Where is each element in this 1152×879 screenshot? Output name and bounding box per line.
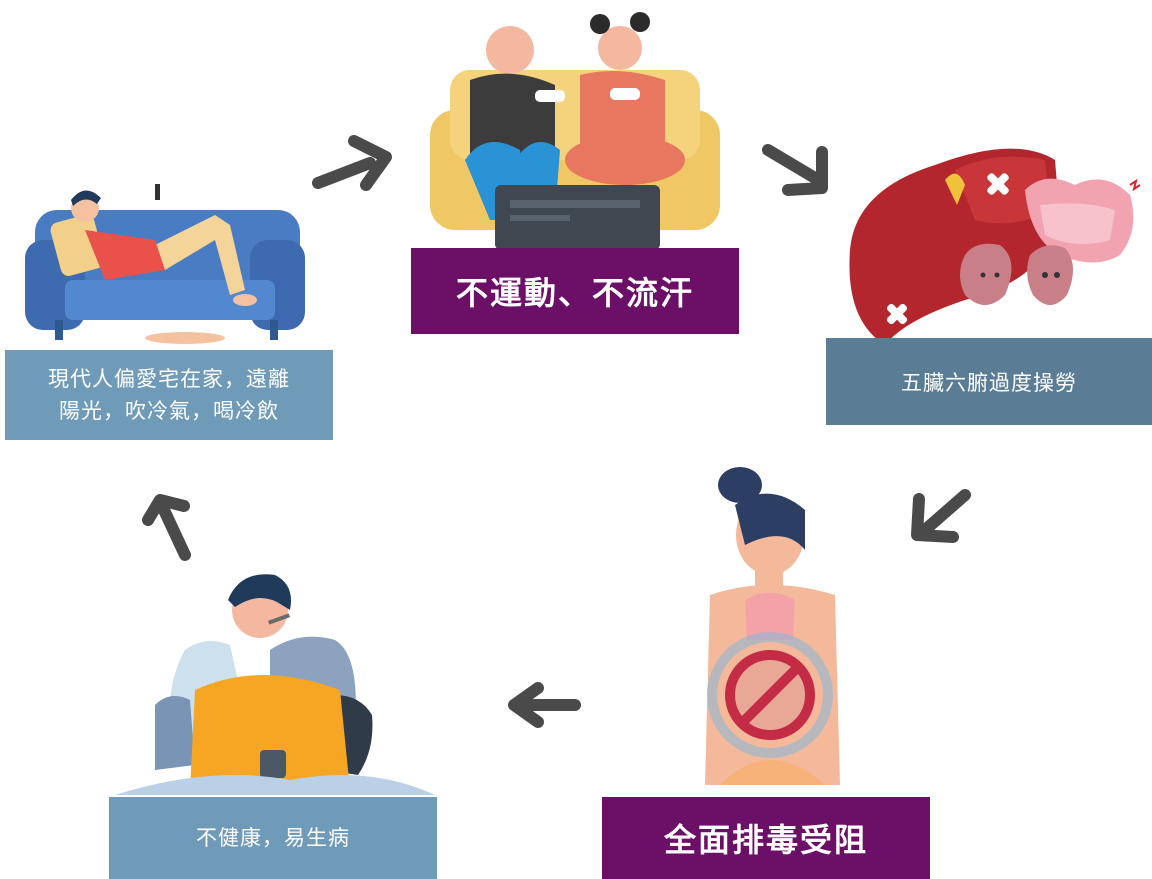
arrow-to-home-icon bbox=[142, 494, 191, 561]
arrow-to-detox-icon bbox=[911, 489, 971, 543]
step-no-exercise-label: 不運動、不流汗 bbox=[411, 248, 739, 334]
step-organs-label: 五臟六腑過度操勞 bbox=[826, 338, 1152, 425]
tired-organs-illustration bbox=[849, 148, 1141, 345]
arrow-to-organs-icon bbox=[762, 144, 828, 196]
couple-gaming-illustration bbox=[430, 12, 720, 250]
person-on-sofa-illustration bbox=[25, 184, 305, 344]
step-home-label: 現代人偏愛宅在家，遠離 陽光，吹冷氣，喝冷飲 bbox=[5, 350, 333, 440]
step-sick-text: 不健康，易生病 bbox=[196, 826, 350, 850]
step-organs-text: 五臟六腑過度操勞 bbox=[901, 370, 1077, 395]
step-home-line2: 陽光，吹冷氣，喝冷飲 bbox=[59, 399, 279, 423]
step-sick-label: 不健康，易生病 bbox=[109, 797, 437, 879]
step-home-line1: 現代人偏愛宅在家，遠離 bbox=[48, 367, 290, 391]
blocked-detox-illustration bbox=[705, 467, 840, 785]
step-no-exercise-text: 不運動、不流汗 bbox=[455, 274, 694, 312]
step-detox-text: 全面排毒受阻 bbox=[663, 821, 868, 859]
arrow-to-sick-icon bbox=[508, 682, 581, 728]
arrow-to-no-exercise-icon bbox=[312, 135, 392, 191]
sick-person-illustration bbox=[115, 574, 435, 795]
step-detox-label: 全面排毒受阻 bbox=[602, 797, 930, 879]
